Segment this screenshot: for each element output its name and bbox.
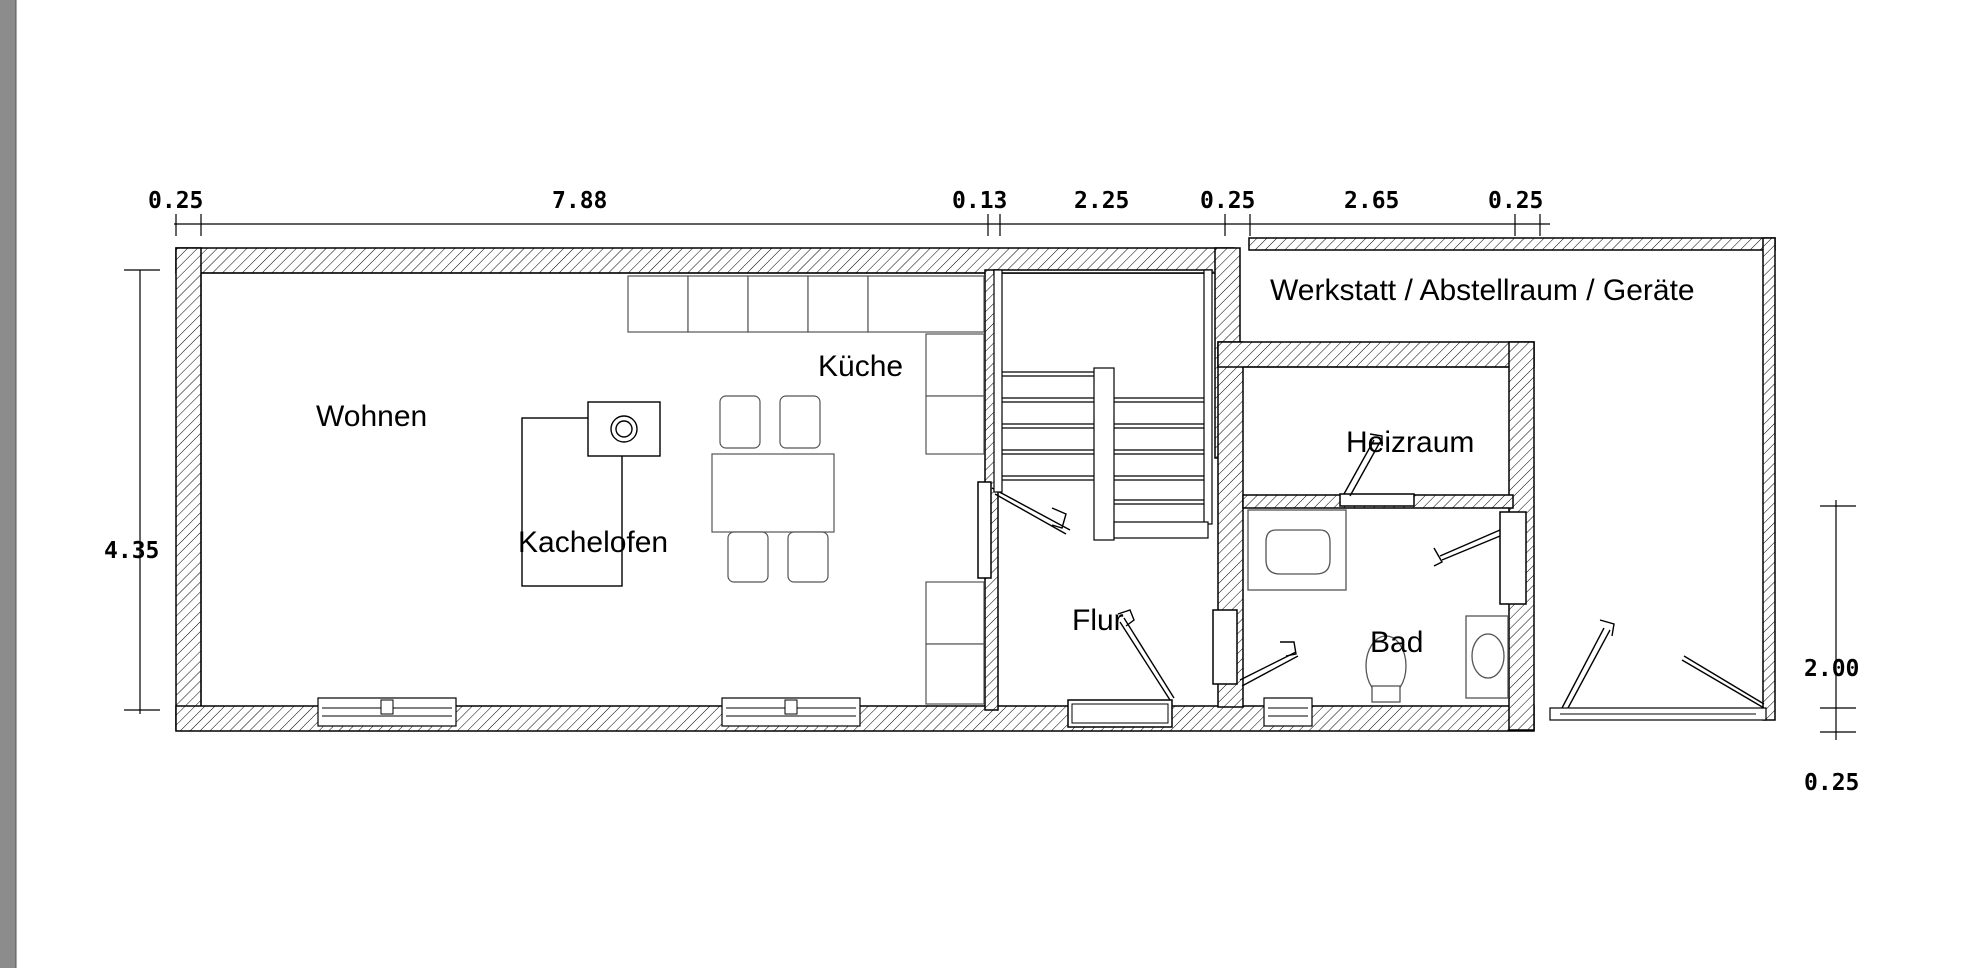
room-label-kueche: Küche: [818, 350, 903, 383]
door-leafs: [991, 433, 1765, 709]
windows: [317, 697, 1767, 728]
room-label-bad: Bad: [1370, 626, 1423, 659]
kitchen-cabinets: [627, 275, 985, 705]
dim-top-4: 2.25: [1074, 188, 1129, 214]
dimension-lines: [124, 214, 1856, 740]
dim-right-height: 2.00: [1804, 656, 1859, 682]
wall-werkstatt-right: [1762, 237, 1776, 721]
dim-top-2: 7.88: [552, 188, 607, 214]
dining-set: [711, 395, 835, 583]
window-side-bar: [0, 0, 16, 968]
kachelofen-symbol: [521, 401, 661, 587]
bath-fixtures: [1247, 509, 1509, 703]
window-wohnen-1: [317, 697, 457, 727]
door-frames: [977, 481, 1527, 685]
room-label-flur: Flur: [1072, 604, 1124, 637]
inner-lines: [200, 272, 1509, 706]
dim-top-5: 0.25: [1200, 188, 1255, 214]
room-label-kachelofen: Kachelofen: [518, 526, 668, 559]
dim-top-1: 0.25: [148, 188, 203, 214]
bathtub: [1247, 509, 1347, 591]
room-labels: Wohnen Küche Kachelofen Flur Heizraum Ba…: [316, 274, 1695, 659]
dim-top-3: 0.13: [952, 188, 1007, 214]
room-label-heizraum: Heizraum: [1346, 426, 1474, 459]
window-bad: [1263, 697, 1313, 727]
dim-left: 4.35: [104, 538, 159, 564]
wall-werkstatt-top: [1248, 237, 1776, 251]
staircase: [993, 269, 1213, 541]
window-werkstatt-gate: [1549, 707, 1767, 721]
washbasin: [1465, 615, 1509, 699]
window-flur-door: [1067, 699, 1173, 728]
dim-top-7: 0.25: [1488, 188, 1543, 214]
room-label-werkstatt: Werkstatt / Abstellraum / Geräte: [1270, 274, 1695, 307]
dimension-labels: 0.25 7.88 0.13 2.25 0.25 2.65 0.25 4.35 …: [104, 188, 1859, 796]
window-wohnen-2: [721, 697, 861, 727]
wall-left: [175, 247, 202, 731]
dim-right-wall: 0.25: [1804, 770, 1859, 796]
dim-top-6: 2.65: [1344, 188, 1399, 214]
wall-heizraum-top: [1217, 341, 1535, 368]
room-label-wohnen: Wohnen: [316, 400, 427, 433]
